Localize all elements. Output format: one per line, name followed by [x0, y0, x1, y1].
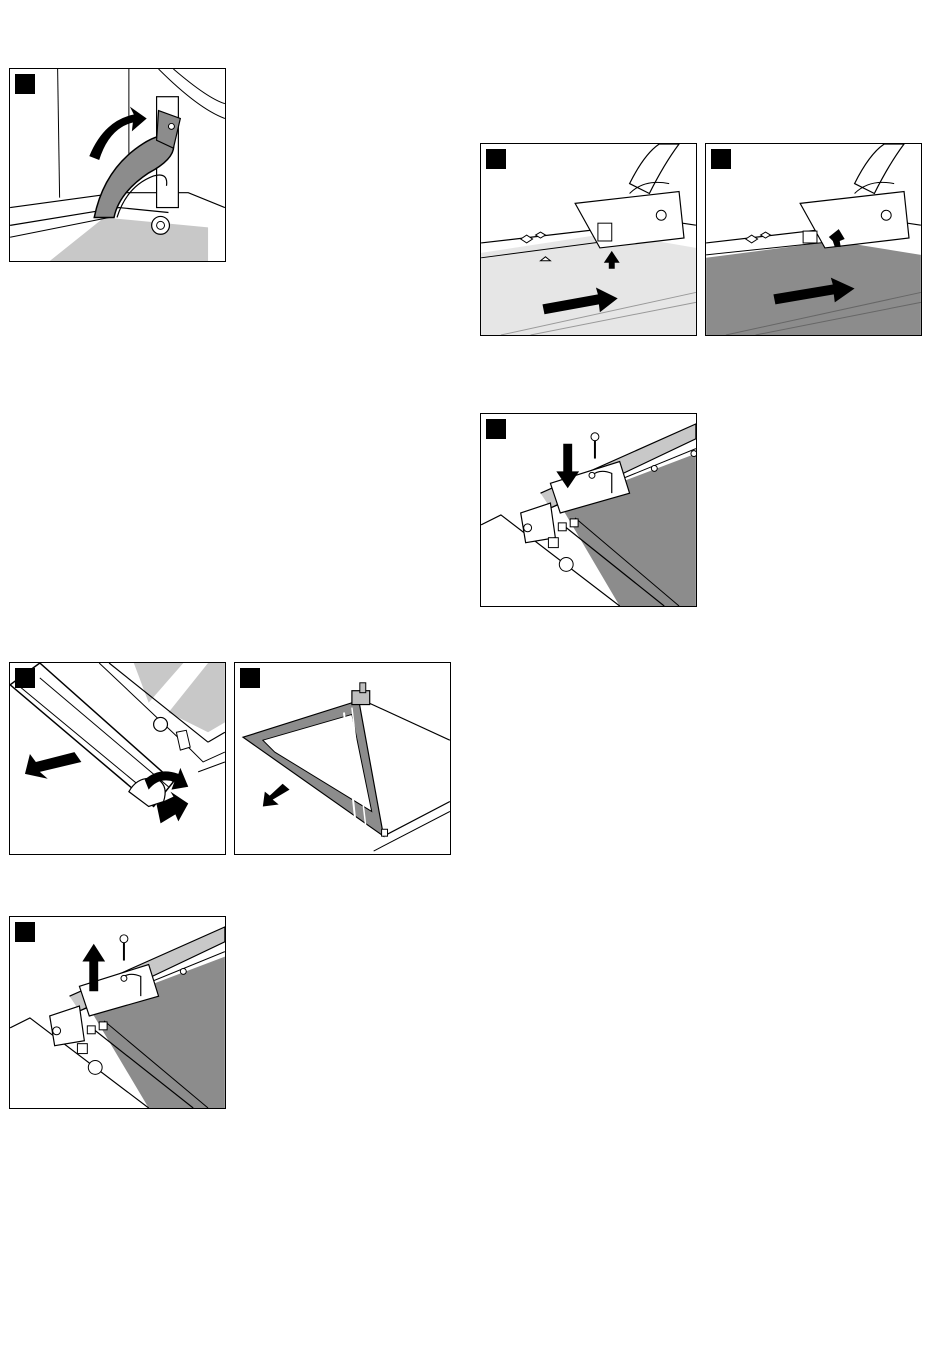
figure-trim-removal [9, 662, 226, 855]
step-badge [15, 922, 35, 942]
figure-screw-insert [480, 413, 697, 607]
step-badge [240, 668, 260, 688]
screw-remove-illustration [10, 917, 225, 1108]
figure-door-slide-right-dark [705, 143, 922, 336]
step-badge [15, 668, 35, 688]
door-slide-light-illustration [481, 144, 696, 335]
screw-insert-illustration [481, 414, 696, 606]
figure-glass-pane-removal [234, 662, 451, 855]
glass-pane-illustration [235, 663, 450, 854]
hinge-lever-illustration [10, 69, 225, 261]
step-badge [711, 149, 731, 169]
trim-removal-illustration [10, 663, 225, 854]
figure-hinge-lever [9, 68, 226, 262]
door-slide-dark-illustration [706, 144, 921, 335]
figure-screw-remove [9, 916, 226, 1109]
step-badge [486, 149, 506, 169]
figure-door-slide-right-light [480, 143, 697, 336]
step-badge [15, 74, 35, 94]
step-badge [486, 419, 506, 439]
